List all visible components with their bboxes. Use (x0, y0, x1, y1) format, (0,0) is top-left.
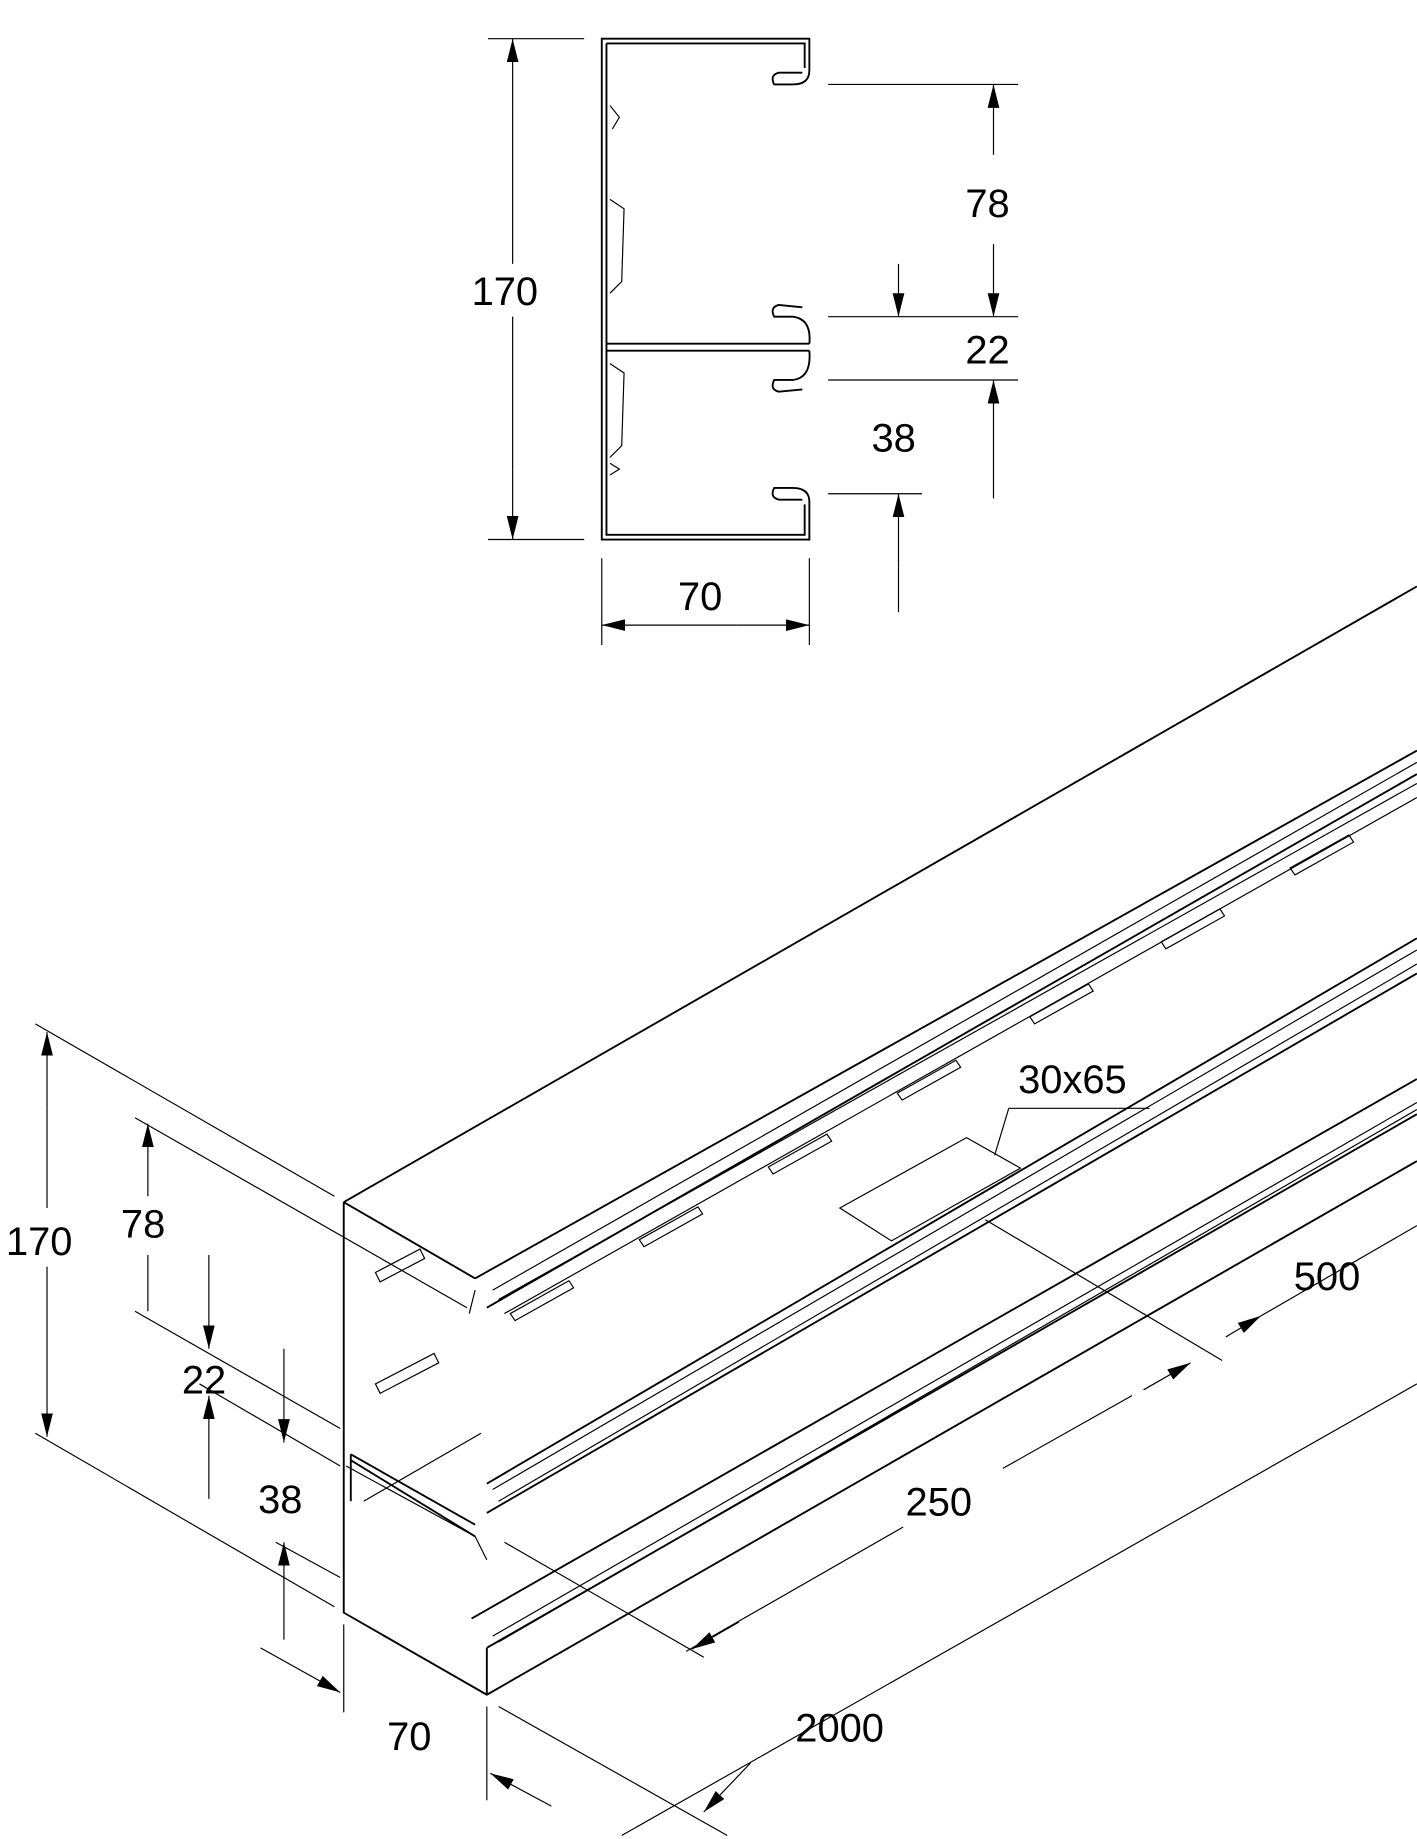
section-upper-chamber-label: 78 (965, 182, 1009, 226)
iso-length-label: 2000 (795, 1707, 884, 1751)
iso-cutout-spacing-label: 500 (1294, 1255, 1361, 1299)
section-width-label: 70 (678, 575, 722, 619)
section-lower-chamber-label: 38 (872, 417, 916, 461)
section-profile (600, 37, 811, 541)
iso-cutout-label: 30x65 (1018, 1058, 1127, 1102)
slot-row (374, 834, 1355, 1395)
section-divider (606, 303, 811, 393)
iso-cutout-offset-label: 250 (906, 1480, 973, 1524)
iso-lower-chamber-label: 38 (258, 1478, 302, 1522)
section-slot-label: 22 (965, 329, 1009, 373)
trunking-lip-lines (345, 761, 1417, 1643)
iso-upper-chamber-label: 78 (121, 1202, 165, 1246)
iso-height-label: 170 (6, 1220, 73, 1264)
cutout-30x65 (838, 1136, 1022, 1242)
trunking-body (342, 585, 1417, 1696)
isometric-view: 170 78 22 38 70 2000 250 (6, 585, 1417, 1836)
cross-section-view: 170 78 22 38 70 (472, 37, 1019, 646)
iso-width-label: 70 (387, 1715, 431, 1759)
iso-slot-label: 22 (182, 1358, 226, 1402)
section-clips (609, 105, 625, 476)
section-height-label: 170 (472, 270, 539, 314)
